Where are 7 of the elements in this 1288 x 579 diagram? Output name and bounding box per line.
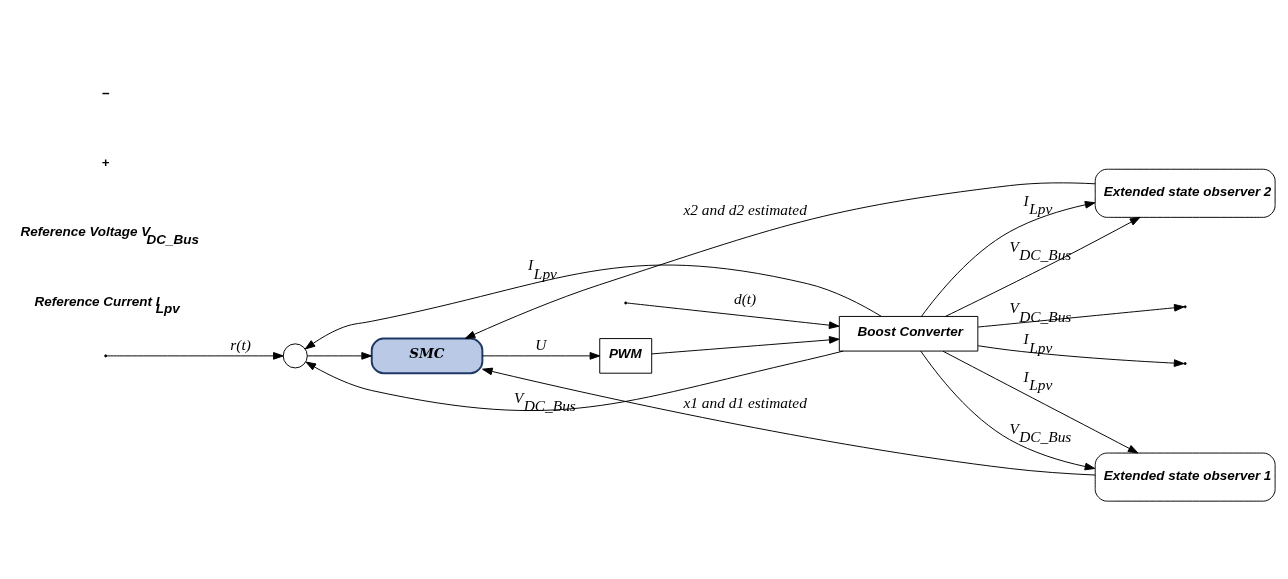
edge-label: d(t) <box>733 289 757 307</box>
edge-label: x1 and d1 estimated <box>683 393 807 411</box>
edge-label: x2 and d2 estimated <box>683 201 807 219</box>
label: + <box>101 155 110 171</box>
edge-label: r(t) <box>230 335 251 353</box>
label: − <box>101 85 110 101</box>
edge-label: U <box>535 335 547 353</box>
